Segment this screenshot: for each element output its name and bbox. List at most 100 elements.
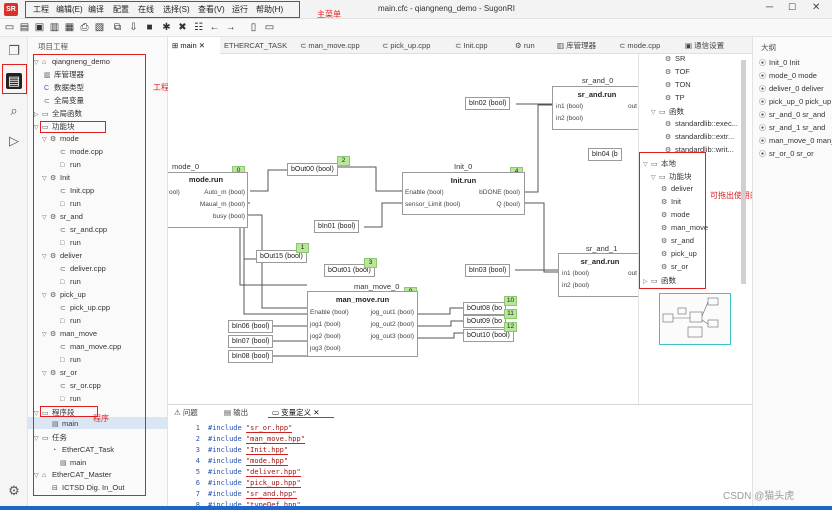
var-bin06[interactable]: bIn06 (bool) xyxy=(228,320,274,333)
sr-and0-run-block[interactable]: sr_and.run in1 (bool) in2 (bool) out xyxy=(552,86,638,130)
menu-compile[interactable]: 编译 xyxy=(88,5,104,14)
menu-config[interactable]: 配置 xyxy=(113,5,129,14)
minimize-icon[interactable]: ─ xyxy=(766,2,774,13)
init-output-bdone[interactable]: bDONE (bool) xyxy=(479,189,520,196)
palette-item-man-move[interactable]: ⚙man_move xyxy=(661,223,709,232)
device-icon[interactable]: ▯ xyxy=(250,22,257,33)
tab-variable-definition[interactable]: ▭ 变量定义 ✕ xyxy=(272,408,320,417)
palette-item-writ[interactable]: ⚙standardlib::writ... xyxy=(665,145,734,154)
tree-item-task-main[interactable]: ▤main xyxy=(60,458,87,467)
tab-man-move-cpp[interactable]: ⊂ man_move.cpp xyxy=(300,41,360,50)
tree-item-mode-run[interactable]: □run xyxy=(60,160,81,169)
tab-main[interactable]: ⊞ main ✕ xyxy=(168,37,220,54)
menu-help[interactable]: 帮助(H) xyxy=(256,5,284,14)
sr-and0-output-out[interactable]: out xyxy=(627,103,637,110)
outline-item-pick-up[interactable]: ⦿pick_up_0 pick_up xyxy=(759,97,832,106)
clipboard-icon[interactable]: ▦ xyxy=(64,22,75,33)
tree-item-ethercat-master[interactable]: ▽⌂EtherCAT_Master xyxy=(34,470,112,479)
menu-view[interactable]: 查看(V) xyxy=(198,5,225,14)
var-bin04[interactable]: bIn04 (b xyxy=(588,148,622,161)
forward-icon[interactable]: → xyxy=(225,22,236,33)
tree-item-sr-and-cpp[interactable]: ⊂sr_and.cpp xyxy=(60,225,108,234)
print-icon[interactable]: ⎙ xyxy=(80,22,89,33)
tree-item-man-move[interactable]: ▽⚙man_move xyxy=(42,329,98,338)
sr-and0-input-in1[interactable]: in1 (bool) xyxy=(556,103,584,110)
monitor-icon[interactable]: ▭ xyxy=(264,22,275,33)
init-input-sensor[interactable]: sensor_Limit (bool) xyxy=(405,201,461,208)
tree-item-sr-and[interactable]: ▽⚙sr_and xyxy=(42,212,83,221)
tree-item-mode-cpp[interactable]: ⊂mode.cpp xyxy=(60,147,103,156)
tree-item-main[interactable]: ▤main xyxy=(52,419,79,428)
back-icon[interactable]: ← xyxy=(209,22,220,33)
code-line[interactable]: #include "deliver.hpp" xyxy=(208,468,301,477)
tab-run[interactable]: ⚙ run xyxy=(515,41,535,50)
tree-item-sr-or[interactable]: ▽⚙sr_or xyxy=(42,368,78,377)
tab-problems[interactable]: ⚠ 问题 xyxy=(174,408,198,417)
tree-item-sr-or-run[interactable]: □run xyxy=(60,394,81,403)
palette-item-ton[interactable]: ⚙TON xyxy=(665,80,691,89)
var-bout00[interactable]: bOut00 (bool) xyxy=(287,163,338,176)
save-icon[interactable]: ▣ xyxy=(34,22,45,33)
man-move-input-enable[interactable]: Enable (bool) xyxy=(310,309,349,316)
code-line[interactable]: #include "typeDef.hpp" xyxy=(208,501,301,510)
files-icon[interactable]: ❐ xyxy=(8,43,20,58)
man-move-output-jog1[interactable]: jog_out1 (bool) xyxy=(370,309,414,316)
project-icon[interactable]: ▤ xyxy=(6,73,22,89)
code-line[interactable]: #include "pick_up.hpp" xyxy=(208,479,301,488)
man-move-input-jog2[interactable]: jog2 (bool) xyxy=(310,333,341,340)
outline-item-sr-and1[interactable]: ⦿sr_and_1 sr_and xyxy=(759,123,826,132)
outline-item-sr-and0[interactable]: ⦿sr_and_0 sr_and xyxy=(759,110,826,119)
debug-icon[interactable]: ✱ xyxy=(162,22,171,33)
man-move-output-jog3[interactable]: jog_out3 (bool) xyxy=(370,333,414,340)
palette-item-extr[interactable]: ⚙standardlib::extr... xyxy=(665,132,735,141)
close-tab-icon[interactable]: ✕ xyxy=(198,41,206,50)
var-bout01[interactable]: bOut01 (bool) xyxy=(324,264,375,277)
palette-item-local[interactable]: ▽▭本地 xyxy=(643,159,676,168)
mode-input-pin[interactable]: ool) xyxy=(169,189,180,196)
outline-item-mode[interactable]: ⦿mode_0 mode xyxy=(759,71,817,80)
tab-library-manager[interactable]: ▥ 库管理器 xyxy=(557,41,597,50)
download-icon[interactable]: ⇩ xyxy=(129,22,138,33)
tree-item-init[interactable]: ▽⚙Init xyxy=(42,173,71,182)
menu-edit[interactable]: 编辑(E) xyxy=(56,5,83,14)
code-line[interactable]: #include "mode.hpp" xyxy=(208,457,289,466)
tree-item-deliver-run[interactable]: □run xyxy=(60,277,81,286)
palette-item-deliver[interactable]: ⚙deliver xyxy=(661,184,694,193)
man-move-input-jog1[interactable]: jog1 (bool) xyxy=(310,321,341,328)
gear-icon[interactable]: ⚙ xyxy=(8,483,20,498)
tree-item-ethercat-task[interactable]: ◔EtherCAT_Task xyxy=(52,445,114,454)
menu-run[interactable]: 运行 xyxy=(232,5,248,14)
tree-item-pick-up-cpp[interactable]: ⊂pick_up.cpp xyxy=(60,303,111,312)
stop-icon[interactable]: ■ xyxy=(146,22,153,33)
save-all-icon[interactable]: ▥ xyxy=(49,22,60,33)
tab-mode-cpp[interactable]: ⊂ mode.cpp xyxy=(619,41,661,50)
var-bin01[interactable]: bIn01 (bool) xyxy=(314,220,360,233)
sr-and1-input-in1[interactable]: in1 (bool) xyxy=(562,270,590,277)
outline-item-deliver[interactable]: ⦿deliver_0 deliver xyxy=(759,84,824,93)
tree-item-global-functions[interactable]: ▷▭全局函数 xyxy=(34,109,82,118)
man-move-input-jog3[interactable]: jog3 (bool) xyxy=(310,345,341,352)
close-tab-icon[interactable]: ✕ xyxy=(313,408,320,417)
tab-init-cpp[interactable]: ⊂ Init.cpp xyxy=(455,41,488,50)
tree-root[interactable]: ▽⌂qiangneng_demo xyxy=(34,57,110,66)
fbd-canvas[interactable]: mode_0 0 mode.run ool) Auto_m (bool) Mau… xyxy=(168,54,638,404)
var-bout08[interactable]: bOut08 (bo xyxy=(463,302,507,315)
var-bin08[interactable]: bIn08 (bool) xyxy=(228,350,274,363)
man-move-run-block[interactable]: man_move.run Enable (bool) jog1 (bool) j… xyxy=(307,291,418,357)
palette-item-tof[interactable]: ⚙TOF xyxy=(665,67,690,76)
tree-item-pick-up-run[interactable]: □run xyxy=(60,316,81,325)
mode-output-busy[interactable]: busy (bool) xyxy=(212,213,245,220)
palette-item-local-functions[interactable]: ▷▭函数 xyxy=(643,276,676,285)
tree-item-man-move-run[interactable]: □run xyxy=(60,355,81,364)
format-icon[interactable]: ☷ xyxy=(194,22,203,33)
menu-select[interactable]: 选择(S) xyxy=(163,5,190,14)
delete-icon[interactable]: ✖ xyxy=(178,22,187,33)
tree-item-library[interactable]: ▥库管理器 xyxy=(44,70,84,79)
palette-item-init[interactable]: ⚙Init xyxy=(661,197,682,206)
tree-item-function-blocks[interactable]: ▽▭功能块 xyxy=(34,122,75,131)
sr-and1-run-block[interactable]: sr_and.run in1 (bool) in2 (bool) out xyxy=(558,253,638,297)
code-line[interactable]: #include "sr_or.hpp" xyxy=(208,424,293,433)
minimap[interactable] xyxy=(659,293,731,345)
mode-run-block[interactable]: mode.run ool) Auto_m (bool) Maual_m (boo… xyxy=(168,172,248,228)
outline-item-sr-or[interactable]: ⦿sr_or_0 sr_or xyxy=(759,149,814,158)
